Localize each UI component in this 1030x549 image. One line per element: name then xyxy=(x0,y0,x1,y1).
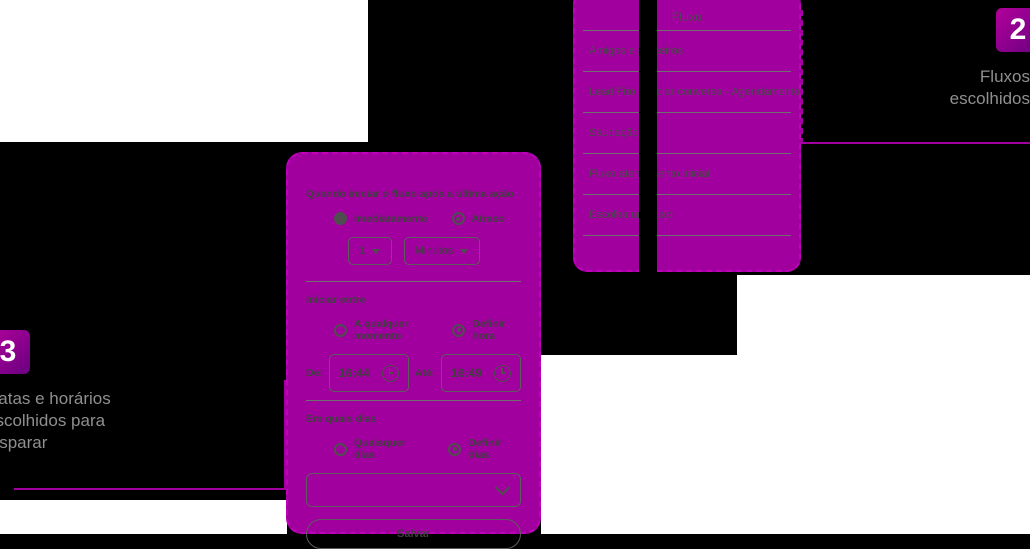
radio-dot-icon xyxy=(448,442,462,456)
delay-amount-select[interactable]: 1 xyxy=(347,237,392,265)
page-backdrop-bottom-right xyxy=(541,355,1030,534)
list-item[interactable]: Lead Frio - Iniciar conversa - Agendamen… xyxy=(583,71,800,112)
callout-leader-schedule-vertical xyxy=(284,380,286,490)
to-label: Até: xyxy=(414,367,436,379)
radio-dot-icon xyxy=(451,212,465,225)
radio-label: Quaisquer dias xyxy=(354,437,406,461)
radio-label: Atraso xyxy=(471,212,505,225)
from-time-value: 16:44 xyxy=(338,366,370,380)
from-label: De: xyxy=(306,367,323,379)
between-radio-group: A qualquer momento Definir hora xyxy=(306,318,521,342)
callout-text: Datas e horários escolhidos para dispara… xyxy=(0,389,111,452)
list-item[interactable]: Fluxo atendimento inicial xyxy=(583,153,791,194)
divider xyxy=(306,281,521,282)
app-chrome-left xyxy=(0,142,287,500)
callout-leader-schedule xyxy=(14,488,286,490)
radio-delay[interactable]: Atraso xyxy=(438,212,505,225)
radio-dot-icon xyxy=(334,442,347,456)
chevron-down-icon xyxy=(460,248,469,254)
foreground-occluder-strip xyxy=(639,0,657,272)
flow-item-label: Escolha um fluxo xyxy=(589,209,673,221)
radio-label: A qualquer momento xyxy=(354,318,409,342)
radio-label: Definir dias xyxy=(468,437,502,461)
schedule-settings-panel: Quando iniciar o fluxo após a última açã… xyxy=(286,152,541,549)
radio-anytime[interactable]: A qualquer momento xyxy=(306,318,442,342)
flow-item-label: Amigos e parceiros xyxy=(589,45,684,57)
to-time-value: 16:49 xyxy=(451,366,482,380)
radio-label: Definir hora xyxy=(472,318,506,342)
days-radio-group: Quaisquer dias Definir dias xyxy=(306,437,521,461)
save-button[interactable]: Salvar xyxy=(306,519,521,549)
start-section-label: Quando iniciar o fluxo após a última açã… xyxy=(306,188,514,200)
radio-dot-icon xyxy=(334,323,347,337)
callout-text: Fluxos escolhidos xyxy=(949,67,1030,108)
callout-flows-chosen: 2 Fluxos escolhidos xyxy=(880,8,1030,110)
chevron-down-icon xyxy=(494,479,511,495)
days-section-label: Em quais dias xyxy=(306,413,377,425)
divider xyxy=(306,400,521,401)
flow-list-title: Fluxo xyxy=(671,10,703,24)
to-time-input[interactable]: 16:49 xyxy=(441,354,521,392)
page-backdrop-mid-right xyxy=(737,275,1030,355)
callout-dates-chosen: 3 Datas e horários escolhidos para dispa… xyxy=(0,330,216,454)
clock-icon[interactable] xyxy=(381,364,399,382)
step-badge-3: 3 xyxy=(0,330,30,374)
callout-leader-flows xyxy=(801,10,1030,144)
radio-dot-icon xyxy=(452,323,466,337)
flow-list-panel: Fluxo Amigos e parceiros Lead Frio - Ini… xyxy=(573,0,801,272)
radio-label: Imediatamente xyxy=(354,212,428,225)
flow-item-label: Lead Frio - Iniciar conversa - Agendamen… xyxy=(589,86,800,98)
flow-item-label: Saudação xyxy=(589,127,639,139)
page-backdrop-top-left xyxy=(0,0,368,142)
time-range-row: De: 16:44 Até: 16:49 xyxy=(306,354,521,392)
delay-amount-value: 1 xyxy=(358,245,366,257)
list-item[interactable]: Saudação xyxy=(583,112,791,153)
start-radio-group: Imediatamente Atraso xyxy=(306,212,521,225)
page-backdrop-bottom-left xyxy=(0,500,287,534)
radio-any-days[interactable]: Quaisquer dias xyxy=(306,437,424,461)
save-button-label: Salvar xyxy=(396,528,431,540)
chevron-down-icon xyxy=(372,248,381,254)
delay-unit-value: Minutos xyxy=(414,245,454,257)
list-item[interactable]: Amigos e parceiros xyxy=(583,30,791,71)
list-item[interactable]: Escolha um fluxo xyxy=(583,194,791,236)
delay-unit-select[interactable]: Minutos xyxy=(403,237,480,265)
clock-icon[interactable] xyxy=(494,364,511,382)
from-time-input[interactable]: 16:44 xyxy=(328,354,409,392)
radio-set-days[interactable]: Definir dias xyxy=(434,437,521,461)
delay-controls: 1 Minutos xyxy=(306,237,521,265)
radio-set-time[interactable]: Definir hora xyxy=(452,318,521,342)
radio-immediately[interactable]: Imediatamente xyxy=(306,212,428,225)
radio-dot-icon xyxy=(334,212,347,225)
between-section-label: Iniciar entre xyxy=(306,294,366,306)
days-select[interactable] xyxy=(306,473,521,507)
flow-list: Amigos e parceiros Lead Frio - Iniciar c… xyxy=(583,30,800,236)
step-badge-2: 2 xyxy=(996,8,1030,52)
